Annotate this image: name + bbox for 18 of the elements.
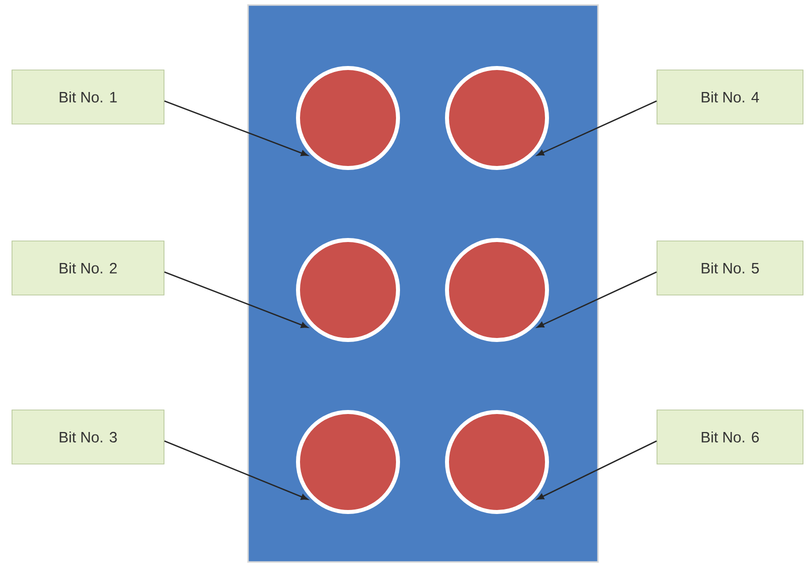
label-box: Bit No. 2: [12, 240, 164, 296]
circle: [445, 238, 549, 342]
label-box: Bit No. 6: [656, 410, 804, 464]
arrow: [164, 100, 308, 156]
label-box: Bit No. 5: [656, 240, 804, 296]
circle: [445, 66, 549, 170]
circle: [296, 66, 400, 170]
label-box: Bit No. 1: [12, 70, 164, 124]
arrow: [164, 440, 308, 500]
label-box: Bit No. 4: [656, 70, 804, 124]
circle: [445, 410, 549, 514]
arrow: [536, 100, 657, 156]
circle: [296, 410, 400, 514]
circle: [296, 238, 400, 342]
arrow: [164, 271, 308, 328]
arrow: [536, 440, 657, 500]
arrow: [536, 271, 657, 328]
label-box: Bit No. 3: [12, 410, 164, 464]
